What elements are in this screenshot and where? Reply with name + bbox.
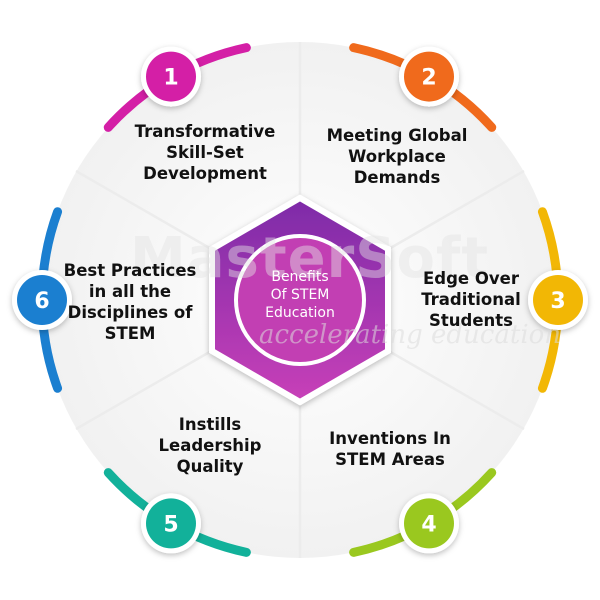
benefit-5-line: Quality xyxy=(176,457,244,476)
benefit-4-text: Inventions In STEM Areas xyxy=(310,428,470,470)
badge-fill xyxy=(146,498,196,549)
badge-fill xyxy=(404,498,454,549)
benefit-6-line: STEM xyxy=(104,324,156,343)
benefit-2-text: Meeting Global Workplace Demands xyxy=(307,125,487,188)
badge-fill xyxy=(404,51,454,102)
segment-dividers xyxy=(75,42,525,558)
badge-fill xyxy=(146,51,196,102)
badge-number: 1 xyxy=(163,66,178,91)
badge-number: 5 xyxy=(163,512,178,537)
badge-number: 2 xyxy=(421,66,436,91)
badge-fill xyxy=(533,275,583,325)
benefit-3-line: Edge Over xyxy=(423,269,519,288)
badge-6: 6 xyxy=(12,270,72,330)
benefit-2-line: Meeting Global xyxy=(326,126,468,145)
center-title: Benefits Of STEM Education xyxy=(230,268,370,322)
badge-2: 2 xyxy=(399,46,459,107)
benefit-1-line: Development xyxy=(143,164,267,183)
badge-5: 5 xyxy=(141,493,201,554)
benefit-3-text: Edge Over Traditional Students xyxy=(396,268,546,331)
benefit-1-text: Transformative Skill-Set Development xyxy=(115,121,295,184)
center-title-line: Of STEM xyxy=(270,287,330,303)
badge-number: 6 xyxy=(34,289,49,314)
benefit-1-line: Skill-Set xyxy=(166,143,244,162)
benefit-6-text: Best Practices in all the Disciplines of… xyxy=(55,260,205,344)
benefit-3-line: Traditional xyxy=(421,290,521,309)
badge-number: 4 xyxy=(421,512,436,537)
benefit-3-line: Students xyxy=(429,311,513,330)
center-title-line: Benefits xyxy=(271,269,329,285)
center-circle xyxy=(234,234,366,366)
benefit-5-text: Instills Leadership Quality xyxy=(135,414,285,477)
badge-1: 1 xyxy=(141,46,201,107)
number-badges: 1 2 3 4 5 6 xyxy=(12,46,588,554)
benefit-6-line: Disciplines of xyxy=(67,303,193,322)
badge-number: 3 xyxy=(550,289,565,314)
benefit-5-line: Instills xyxy=(178,415,242,434)
badge-fill xyxy=(17,275,67,325)
benefit-6-line: in all the xyxy=(88,282,172,301)
benefit-5-line: Leadership xyxy=(158,436,262,455)
benefit-2-line: Demands xyxy=(353,168,441,187)
badge-4: 4 xyxy=(399,493,459,554)
benefit-1-line: Transformative xyxy=(134,122,276,141)
center-title-line: Education xyxy=(265,305,335,321)
badge-3: 3 xyxy=(528,270,588,330)
benefit-2-line: Workplace xyxy=(348,147,446,166)
benefit-4-line: Inventions In xyxy=(329,429,451,448)
benefit-6-line: Best Practices xyxy=(63,261,197,280)
benefit-4-line: STEM Areas xyxy=(335,450,445,469)
